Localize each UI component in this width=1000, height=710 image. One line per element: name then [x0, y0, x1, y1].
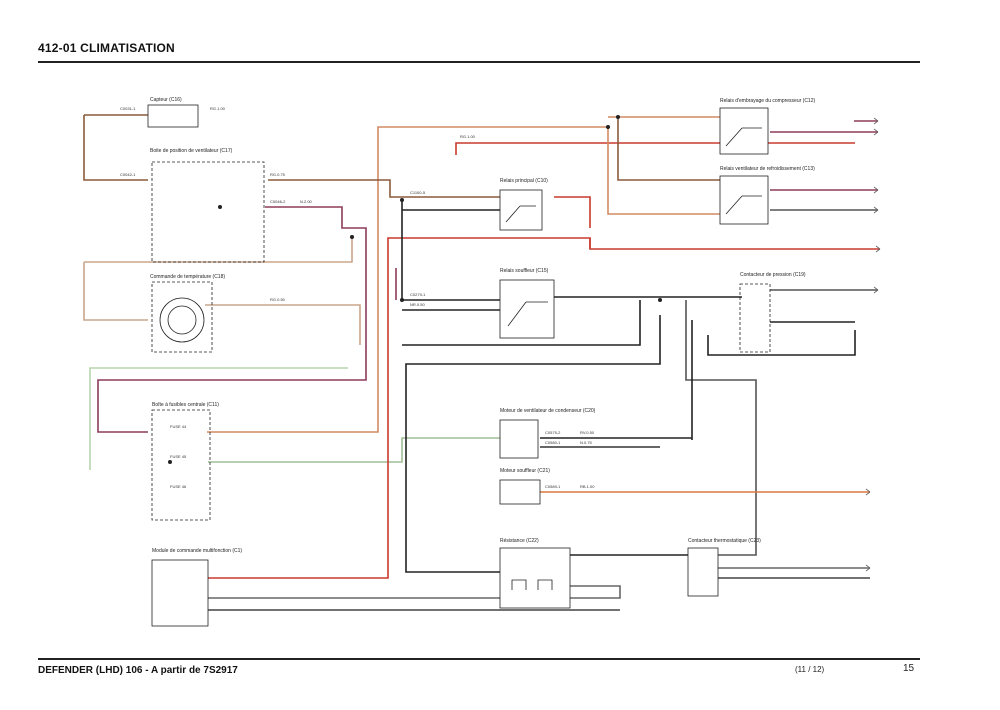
label-thermostat-switch: Contacteur thermostatique (C23) [688, 538, 761, 544]
wire-black-blower [401, 200, 500, 301]
main-relay-box [499, 189, 543, 231]
pressure-switch-box [739, 283, 771, 353]
wire-purple-blower-switch [97, 206, 367, 433]
heater-unit-box [499, 547, 571, 609]
footer-sheet: (11 / 12) [795, 665, 825, 674]
wire-gray-module [208, 585, 621, 599]
ground-arrow [875, 245, 881, 253]
wire-label: FUSE 46 [170, 484, 187, 489]
wire-black-blower-lower [402, 300, 641, 346]
wire-brown-main-relay [268, 179, 500, 198]
wire-label: RB.1.00 [580, 484, 595, 489]
wire-red-module [208, 237, 880, 579]
temp-control-dial-inner [167, 305, 197, 335]
multifunction-module-box [151, 559, 209, 627]
fan-relay-box [719, 175, 769, 225]
temp-control-box [151, 281, 213, 353]
junction-dot [400, 298, 404, 302]
temp-control-dial [159, 297, 205, 343]
ground-arrow [865, 488, 871, 496]
wire-black-pressure [707, 330, 856, 356]
wire-label: C0279-1 [410, 292, 426, 297]
label-fan-relay: Relais ventilateur de refroidissement (C… [720, 166, 815, 172]
wire-label: FUSE 45 [170, 454, 187, 459]
label-sensor: Capteur (C16) [150, 97, 182, 103]
wire-gray-pressure [685, 300, 757, 556]
compressor-relay-switch [725, 127, 762, 147]
junction-dot [168, 460, 172, 464]
wire-label: RV.0.50 [580, 430, 595, 435]
wire-brown-sensor-feed [83, 115, 148, 181]
wire-label: RG.1.00 [460, 134, 476, 139]
wire-tan-temp-upper [205, 304, 361, 345]
compressor-relay-box [719, 107, 769, 155]
wire-salmon-fan-relay [607, 127, 720, 215]
junction-dot [616, 115, 620, 119]
ground-arrow [873, 286, 879, 294]
wire-label: C1100-5 [410, 190, 426, 195]
ground-arrow [873, 206, 879, 214]
label-blower-switch: Boite de position de ventilateur (C17) [150, 148, 233, 154]
label-fuse-box: Boîte à fusibles centrale (C11) [152, 402, 219, 408]
heater-element [511, 579, 553, 590]
title-rule [38, 61, 920, 63]
blower-relay-switch [507, 301, 548, 327]
footer-vehicle: DEFENDER (LHD) 106 - A partir de 7S2917 [38, 665, 238, 676]
wire-green-long [89, 367, 348, 470]
blower-relay-box [499, 279, 555, 339]
blower-motor-box [499, 479, 541, 505]
wire-red-main [455, 142, 855, 155]
wire-label: C0575-2 [545, 430, 561, 435]
wire-tan-temp-lower [83, 262, 148, 321]
wire-label: C0042-1 [120, 172, 136, 177]
junction-dot [350, 235, 354, 239]
label-blower-motor: Moteur souffleur (C21) [500, 468, 550, 474]
wire-label: NR.0.50 [410, 302, 425, 307]
wire-tan-long [84, 237, 353, 263]
label-main-relay: Relais principal (C10) [500, 178, 548, 184]
wire-label: RG.1.00 [210, 106, 226, 111]
thermostat-switch-box [687, 547, 719, 597]
junction-dot [400, 198, 404, 202]
page-title: 412-01 CLIMATISATION [38, 41, 175, 55]
label-pressure-switch: Contacteur de pression (C19) [740, 272, 806, 278]
ground-arrow [873, 186, 879, 194]
blower-switch-box [151, 161, 265, 263]
footer-rule [38, 658, 920, 660]
wire-label: RG.0.75 [270, 172, 286, 177]
sensor-box [147, 104, 199, 128]
label-blower-relay: Relais souffleur (C15) [500, 268, 549, 274]
fan-relay-switch [725, 195, 762, 215]
wire-black-condenser-loop [405, 315, 661, 573]
junction-dot [218, 205, 222, 209]
wire-red-mid [554, 196, 591, 228]
wire-label: RG.0.50 [270, 297, 286, 302]
label-condenser-fan-motor: Moteur de ventilateur de condenseur (C20… [500, 408, 596, 414]
wire-green-fusebox [208, 437, 500, 463]
wire-salmon-fusebox [207, 126, 608, 433]
ground-arrow [873, 128, 879, 136]
label-heater-unit: Résistance (C22) [500, 538, 539, 544]
junction-dot [658, 298, 662, 302]
wire-label: C0031-1 [120, 106, 136, 111]
junction-dot [606, 125, 610, 129]
wire-label: C0046-2 [270, 199, 286, 204]
label-temp-control: Commande de température (C18) [150, 274, 225, 280]
wire-salmon-upper-2 [617, 117, 720, 181]
main-relay-switch [505, 205, 536, 223]
wire-label: N.2.00 [300, 199, 313, 204]
fuse-box-outline [151, 409, 211, 521]
wire-label: FUSE 44 [170, 424, 187, 429]
ground-arrow [865, 564, 871, 572]
footer-page-number: 15 [903, 663, 915, 674]
label-multifunction-module: Module de commande multifonction (C1) [152, 548, 242, 554]
ground-arrow [873, 117, 879, 125]
condenser-fan-motor-box [499, 419, 539, 459]
wire-label: C0580-1 [545, 440, 561, 445]
wire-label: N.0.75 [580, 440, 593, 445]
label-compressor-relay: Relais d'embrayage du compresseur (C12) [720, 98, 815, 104]
wire-label: C0589-1 [545, 484, 561, 489]
